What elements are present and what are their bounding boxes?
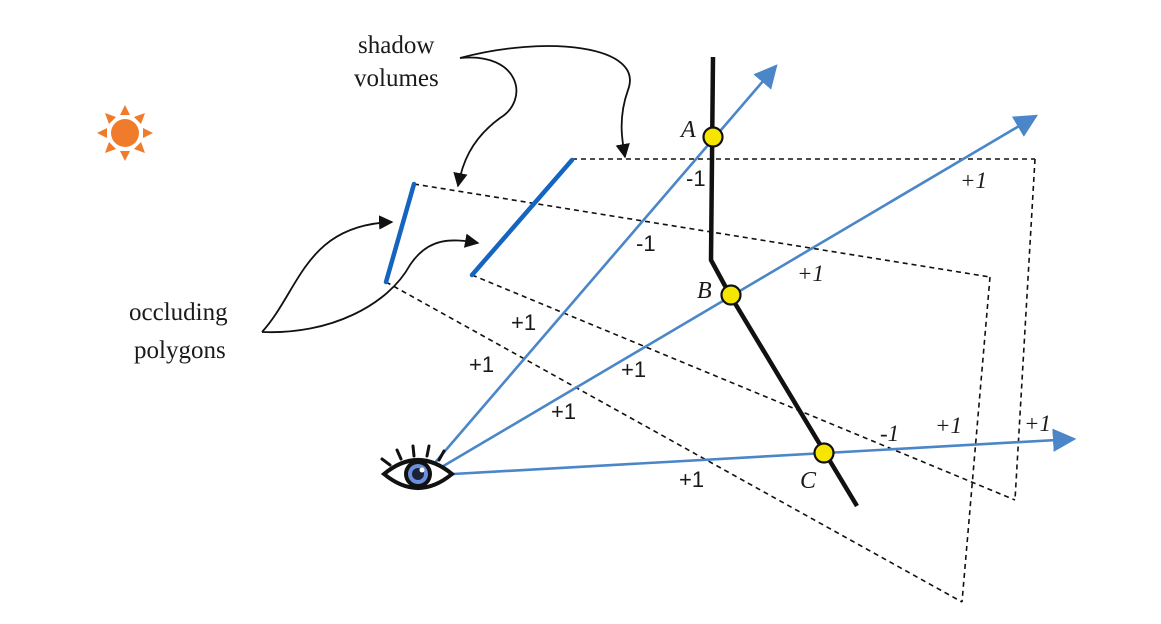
count-label: +1 [960,168,987,193]
shadow-volume-upper [471,158,1036,501]
count-label: +1 [621,357,646,382]
count-label: +1 [1024,411,1051,436]
surface-line [708,56,859,508]
count-label: +1 [797,261,824,286]
occluding-polygons-label-line1: occluding [129,299,228,326]
count-label: +1 [551,399,576,424]
eye-icon [380,444,456,490]
shadow-volumes-arrow-2 [459,45,631,159]
sun-icon [97,105,153,161]
point-A-label: A [679,117,696,143]
point-B-marker [720,284,742,306]
occluding-arrow-1 [261,215,394,333]
count-label: +1 [511,310,536,335]
shadow-volumes-arrow-1 [453,56,518,188]
occluding-polygon-2 [469,157,575,278]
count-label: +1 [679,467,704,492]
count-label: +1 [935,413,962,438]
shadow-volumes-label-line1: shadow [358,32,434,59]
ray-to-A [432,64,778,466]
count-label: -1 [636,231,656,256]
count-label: -1 [880,421,899,446]
occluding-polygon-1 [383,181,417,285]
point-A-marker [702,126,724,148]
count-label: +1 [469,352,494,377]
point-C-marker [813,442,835,464]
occluding-arrow-2 [261,233,480,334]
point-B-label: B [697,278,712,304]
ray-to-C [452,428,1077,476]
occluding-polygons-label-line2: polygons [134,337,226,364]
point-C-label: C [800,468,817,494]
shadow-volume-lower [385,183,991,603]
count-label: -1 [686,166,706,191]
shadow-volumes-label-line2: volumes [354,65,439,92]
